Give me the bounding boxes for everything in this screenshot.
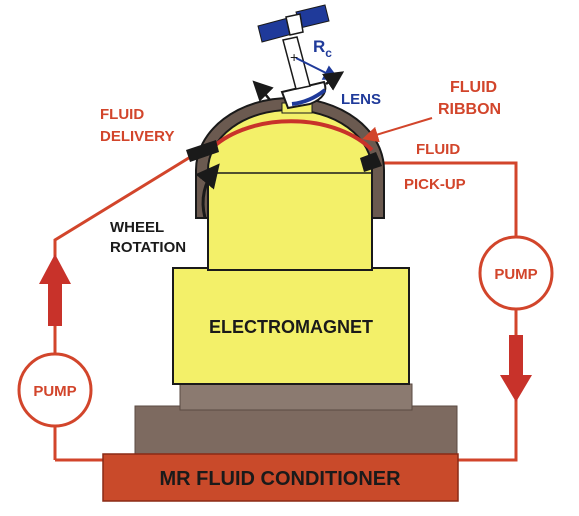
fluid-delivery-label-1: FLUID: [100, 106, 144, 123]
conditioner-label: MR FLUID CONDITIONER: [159, 468, 401, 490]
base-lower: [134, 405, 458, 455]
lens-rotation-arrow-right: [321, 71, 345, 91]
delivery-nozzle: [186, 140, 219, 162]
conditioner-box: [102, 453, 459, 502]
fluid-ribbon: [208, 119, 374, 152]
radius-symbol: Rc: [313, 37, 332, 60]
lens-rotation-arrow-left: [252, 80, 274, 102]
pump-right-label: PUMP: [494, 266, 537, 283]
pump-right-circle: [478, 235, 554, 311]
pump-left-label: PUMP: [33, 383, 76, 400]
wheel-rotation-arrow: [195, 163, 220, 219]
pump-left-circle: [17, 352, 93, 428]
fluid-ribbon-pointer: [362, 117, 433, 143]
spindle-shaft: [282, 36, 311, 90]
pickup-scraper: [360, 152, 382, 172]
radius-symbol-main: R: [313, 37, 325, 56]
lens-surface: [291, 88, 327, 106]
lens-label: LENS: [341, 91, 381, 108]
fluid-ribbon-label-2: RIBBON: [438, 101, 501, 118]
pickup-pipe: [370, 161, 518, 238]
flow-arrow-down: [500, 335, 532, 402]
fluid-pickup-label-2: PICK-UP: [404, 176, 466, 193]
base-upper: [179, 383, 413, 411]
wheel-rotation-label-2: ROTATION: [110, 239, 186, 256]
lens-assembly: + Rc: [252, 4, 345, 110]
fluid-pickup-label-1: FLUID: [416, 141, 460, 158]
fluid-delivery-label-2: DELIVERY: [100, 128, 174, 145]
wheel-rotation-label-1: WHEEL: [110, 219, 164, 236]
spindle-hub: [285, 13, 304, 36]
fluid-ribbon-label-1: FLUID: [450, 79, 497, 96]
electromagnet-label: ELECTROMAGNET: [209, 317, 373, 337]
center-mark: +: [290, 49, 298, 65]
electromagnet-block: [172, 267, 410, 385]
flow-arrow-up: [39, 254, 71, 326]
radius-subscript: c: [325, 46, 332, 60]
